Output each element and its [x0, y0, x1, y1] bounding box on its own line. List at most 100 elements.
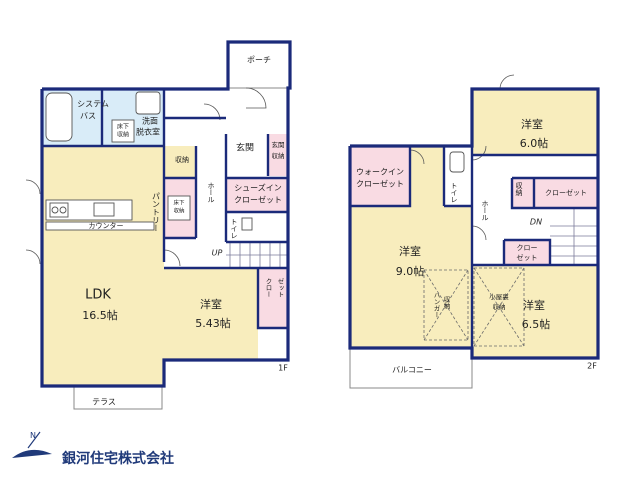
- ldk-side-door2-swing: [25, 249, 41, 265]
- burner-icon: [51, 206, 59, 214]
- balcony-label: バルコニー: [392, 366, 432, 375]
- attic-diagonal: [473, 267, 525, 347]
- hanger-diagonal: [423, 269, 469, 341]
- toilet-1f-label: トイレ: [230, 218, 238, 239]
- closet-1f-label-a: クロー: [264, 278, 272, 298]
- walk-in-label-1: ウォークイン: [356, 168, 404, 177]
- wall: [504, 238, 552, 265]
- walk-in-label-2: クローゼット: [356, 179, 404, 189]
- outer-wall-1f: [40, 40, 292, 388]
- closet-1f-label-b: ゼット: [276, 277, 284, 298]
- western-b-room: [350, 206, 472, 348]
- shoes-in-label-2: クローゼット: [234, 195, 282, 205]
- western-1f-room: [164, 268, 258, 360]
- closet-2f-b-room: [504, 240, 550, 265]
- western-c-size-label: 6.5帖: [522, 318, 551, 331]
- shoes-in-label-1: シューズイン: [234, 183, 282, 193]
- stairs-1f: [226, 242, 288, 268]
- underfloor-hatch-b-icon: [167, 195, 191, 221]
- ldk-room: [42, 146, 164, 386]
- toilet-2f-label: トイレ: [450, 182, 458, 203]
- floor-1f: ポーチ テラス: [25, 40, 292, 410]
- pantry-label: パントリー: [152, 192, 161, 232]
- underfloor-b-label-2: 収納: [173, 207, 185, 215]
- storage-2f-room: [512, 178, 534, 208]
- system-bath-label-1: システム: [77, 100, 109, 109]
- sink-icon: [93, 202, 115, 217]
- shoes-in-closet-room: [226, 178, 288, 212]
- bathtub-icon: [45, 92, 73, 142]
- hanger-label-2: ハンガー: [432, 292, 440, 318]
- closet-2f-a-room: [534, 178, 598, 208]
- compass: N: [12, 431, 52, 458]
- western-b-name-label: 洋室: [399, 244, 421, 258]
- up-label: UP: [212, 249, 223, 258]
- hanger-storage-area: [423, 269, 469, 341]
- floor-1f-label: 1F: [278, 364, 288, 373]
- toilet-2f-icon: [449, 151, 465, 173]
- attic-label-1: 小屋裏: [489, 292, 509, 301]
- dn-label: DN: [530, 218, 542, 227]
- western-c-door-swing: [471, 225, 487, 241]
- attic-storage-area: [473, 267, 525, 347]
- floor-2f-label: 2F: [587, 362, 597, 371]
- outer-wall-2f: [348, 87, 600, 360]
- stairs-2f: [550, 208, 598, 265]
- underfloor-a-label-2: 収納: [117, 131, 129, 139]
- counter-bar: [45, 221, 155, 231]
- entrance-storage-label-2: 収納: [272, 151, 285, 160]
- underfloor-b-label-1: 床下: [173, 199, 185, 207]
- compass-wave-icon: [12, 449, 52, 458]
- western-b-size-label: 9.0帖: [396, 265, 425, 278]
- counter-label: カウンター: [89, 221, 124, 230]
- stove-icon: [49, 202, 69, 218]
- entrance-storage-room: [268, 134, 288, 176]
- closet-2f-b-label-2: ゼット: [517, 253, 538, 262]
- storage-1f-label: 収納: [175, 155, 189, 164]
- burner-icon: [59, 206, 67, 214]
- closet-1f-room: [258, 268, 288, 328]
- closet-2f-b-label-1: クロー: [517, 244, 538, 252]
- wall: [350, 146, 412, 208]
- toilet-1f-icon: [241, 217, 253, 231]
- wall: [510, 178, 598, 210]
- entrance-storage-label-1: 玄関: [272, 140, 285, 149]
- western-1f-door-swing: [163, 249, 181, 267]
- hall-2f-label: ホール: [481, 200, 489, 221]
- underfloor-a-label-1: 床下: [117, 123, 129, 131]
- western-a-window: [499, 74, 515, 90]
- western-a-size-label: 6.0帖: [520, 137, 549, 150]
- storage-2f-label: 収納: [515, 182, 523, 197]
- attic-label-2: 収納: [493, 302, 506, 311]
- wash-basin-icon: [135, 91, 161, 115]
- ldk-size-label: 16.5帖: [82, 309, 118, 322]
- ldk-name-label: LDK: [85, 288, 111, 303]
- storage-1f-room: [164, 146, 196, 178]
- system-bath-label-2: バス: [80, 112, 96, 121]
- hall-1f-label: ホール: [207, 182, 215, 203]
- compass-n-label: N: [30, 431, 36, 440]
- wall: [256, 268, 288, 330]
- porch-label: ポーチ: [247, 56, 271, 65]
- walk-in-door-swing: [409, 149, 425, 165]
- entrance-label: 玄関: [236, 142, 254, 154]
- western-1f-name-label: 洋室: [200, 297, 222, 311]
- compass-needle: [27, 431, 41, 449]
- terrace-area: [73, 386, 163, 410]
- hanger-label-1: 収納: [442, 296, 450, 311]
- balcony-area: [349, 347, 473, 389]
- underfloor-hatch-a-icon: [111, 119, 135, 143]
- terrace-label: テラス: [92, 398, 116, 407]
- washroom-label-1: 洗面: [142, 116, 158, 126]
- western-b-room-upper: [410, 146, 444, 206]
- western-a-room: [472, 89, 598, 155]
- western-c-name-label: 洋室: [523, 298, 545, 312]
- walk-in-closet-room: [350, 146, 410, 206]
- ldk-side-door-swing: [25, 179, 41, 195]
- company-name: 銀河住宅株式会社: [62, 450, 174, 467]
- closet-2f-a-label: クローゼット: [545, 188, 587, 197]
- floor-2f: バルコニー: [348, 74, 600, 389]
- front-door-swing: [245, 87, 267, 109]
- western-1f-size-label: 5.43帖: [195, 317, 231, 330]
